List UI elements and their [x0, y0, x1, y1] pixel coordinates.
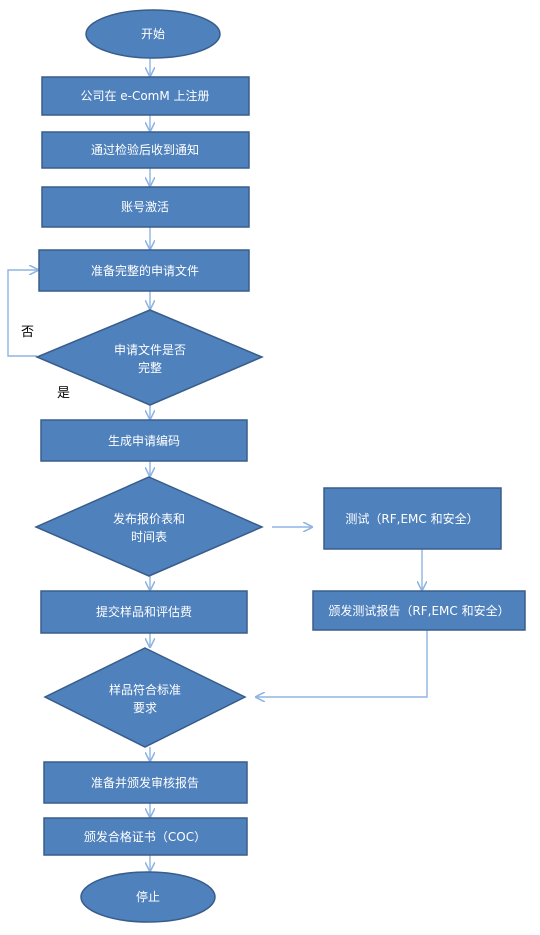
submit-samples-label: 提交样品和评估费: [96, 604, 192, 619]
register-box: [41, 76, 250, 116]
stop-label: 停止: [136, 889, 160, 904]
review-report-label: 准备并颁发审核报告: [91, 775, 199, 790]
coc-box: [43, 817, 248, 856]
node-issue-test-report: 颁发测试报告（RF,EMC 和安全）: [312, 590, 526, 631]
notify-box: [41, 131, 250, 169]
test-box: [323, 487, 502, 550]
samples-ok-label-1: 样品符合标准: [109, 682, 181, 697]
node-register: 公司在 e-ComM 上注册: [41, 76, 250, 116]
node-stop: 停止: [80, 871, 216, 923]
no-label: 否: [21, 325, 34, 340]
samples-ok-diamond: [43, 647, 247, 748]
coc-label: 颁发合格证书（COC）: [84, 829, 206, 844]
node-test: 测试（RF,EMC 和安全）: [323, 487, 502, 550]
docs-complete-diamond: [35, 309, 264, 406]
quote-label-1: 发布报价表和: [113, 511, 185, 526]
samples-ok-label-2: 要求: [133, 701, 157, 715]
review-report-box: [43, 761, 248, 804]
yes-label: 是: [57, 386, 70, 401]
connectors: [7, 58, 428, 871]
docs-complete-label-2: 完整: [138, 360, 162, 375]
edge-report-samplecheck: [256, 630, 428, 697]
activate-box: [41, 186, 250, 228]
register-label: 公司在 e-ComM 上注册: [80, 88, 209, 103]
node-docs-complete: 申请文件是否 完整: [35, 309, 264, 406]
node-activate: 账号激活: [41, 186, 250, 228]
stop-ellipse: [80, 871, 216, 923]
edge-check-no-loop: [7, 270, 38, 357]
test-label: 测试（RF,EMC 和安全）: [345, 511, 478, 526]
node-submit-samples: 提交样品和评估费: [40, 590, 248, 634]
node-prepare-docs: 准备完整的申请文件: [38, 249, 250, 292]
docs-complete-label-1: 申请文件是否: [114, 342, 186, 357]
issue-test-report-label: 颁发测试报告（RF,EMC 和安全）: [328, 603, 509, 618]
node-review-report: 准备并颁发审核报告: [43, 761, 248, 804]
submit-samples-box: [40, 590, 248, 634]
node-samples-ok: 样品符合标准 要求: [43, 647, 247, 748]
gen-code-label: 生成申请编码: [108, 433, 180, 448]
activate-label: 账号激活: [121, 200, 169, 214]
node-notify: 通过检验后收到通知: [41, 131, 250, 169]
issue-test-report-box: [312, 590, 526, 631]
quote-diamond: [34, 476, 264, 577]
start-label: 开始: [141, 27, 165, 41]
node-start: 开始: [85, 9, 221, 59]
node-quote: 发布报价表和 时间表: [34, 476, 264, 577]
prepare-docs-box: [38, 249, 250, 292]
node-gen-code: 生成申请编码: [40, 419, 248, 462]
prepare-docs-label: 准备完整的申请文件: [91, 263, 199, 278]
start-ellipse: [85, 9, 221, 59]
notify-label: 通过检验后收到通知: [91, 142, 199, 157]
gen-code-box: [40, 419, 248, 462]
quote-label-2: 时间表: [131, 530, 167, 544]
node-coc: 颁发合格证书（COC）: [43, 817, 248, 856]
